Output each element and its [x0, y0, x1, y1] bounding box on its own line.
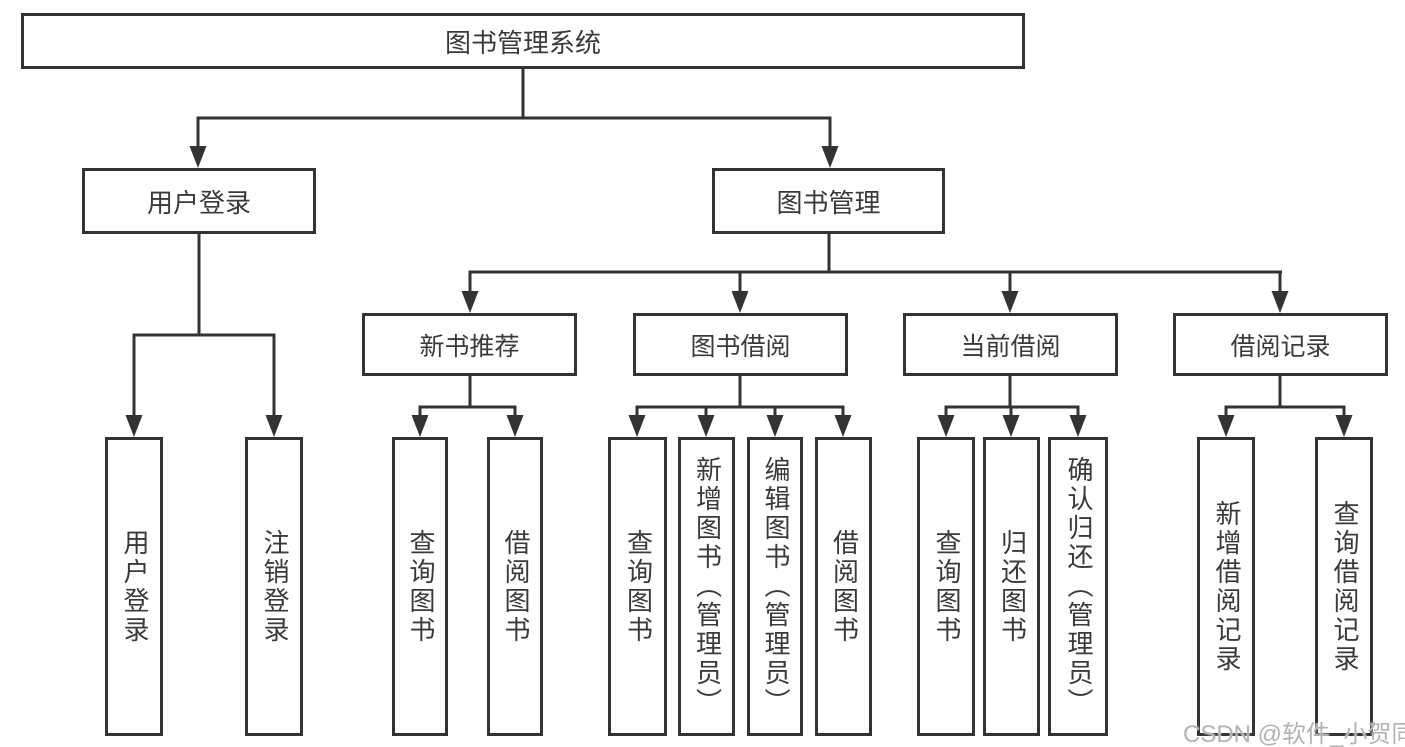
watermark: CSDN @软件_小贺同学 — [1183, 721, 1405, 747]
leaf-borrow-books-recommend: 借阅图书 — [487, 437, 543, 736]
node-label: 当前借阅 — [960, 332, 1061, 361]
leaf-add-borrow-record: 新增借阅记录 — [1197, 437, 1255, 736]
leaf-confirm-return-admin: 确认归还（管理员） — [1048, 437, 1108, 736]
node-label: 用户登录 — [146, 187, 251, 218]
connector-user-login-children — [125, 233, 283, 437]
connector-root-to-level2 — [189, 68, 839, 168]
node-label: 借阅记录 — [1230, 332, 1331, 361]
connector-book-borrow-children — [628, 376, 852, 437]
node-label: 图书管理系统 — [444, 27, 601, 58]
connector-book-management-children — [461, 233, 1289, 313]
node-current-borrow: 当前借阅 — [903, 313, 1118, 376]
leaf-label: 查询图书 — [623, 528, 654, 645]
leaf-query-books-recommend: 查询图书 — [392, 437, 448, 736]
connector-current-borrow-children — [937, 376, 1087, 437]
leaf-query-borrow-record: 查询借阅记录 — [1315, 437, 1373, 736]
connector-new-book-children — [411, 376, 524, 437]
leaf-label: 新增图书（管理员） — [692, 456, 723, 717]
leaf-label: 新增借阅记录 — [1211, 499, 1242, 674]
leaf-label: 确认归还（管理员） — [1063, 456, 1094, 717]
leaf-label: 查询图书 — [405, 528, 436, 645]
node-borrow-records: 借阅记录 — [1173, 313, 1388, 376]
leaf-label: 借阅图书 — [500, 528, 531, 645]
leaf-label: 归还图书 — [997, 528, 1028, 645]
leaf-edit-books-admin: 编辑图书（管理员） — [747, 437, 803, 736]
node-label: 图书管理 — [776, 187, 881, 218]
leaf-label: 用户登录 — [119, 528, 150, 645]
node-new-book-recommend: 新书推荐 — [362, 313, 577, 376]
connector-borrow-records-children — [1217, 376, 1353, 437]
leaf-query-books-borrow: 查询图书 — [608, 437, 667, 736]
leaf-return-books: 归还图书 — [983, 437, 1040, 736]
leaf-label: 借阅图书 — [829, 528, 860, 645]
leaf-query-books-current: 查询图书 — [917, 437, 975, 736]
leaf-user-login: 用户登录 — [105, 437, 163, 736]
node-book-borrow: 图书借阅 — [633, 313, 848, 376]
leaf-label: 查询借阅记录 — [1329, 499, 1360, 674]
leaf-label: 注销登录 — [259, 528, 290, 645]
leaf-borrow-books: 借阅图书 — [815, 437, 872, 736]
leaf-add-books-admin: 新增图书（管理员） — [678, 437, 735, 736]
leaf-label: 查询图书 — [931, 528, 962, 645]
node-user-login: 用户登录 — [82, 168, 316, 234]
node-label: 图书借阅 — [690, 332, 791, 361]
leaf-logout: 注销登录 — [245, 437, 303, 736]
node-book-management: 图书管理 — [712, 168, 945, 234]
node-library-management-system: 图书管理系统 — [21, 13, 1025, 69]
leaf-label: 编辑图书（管理员） — [760, 456, 791, 717]
node-label: 新书推荐 — [419, 332, 520, 361]
